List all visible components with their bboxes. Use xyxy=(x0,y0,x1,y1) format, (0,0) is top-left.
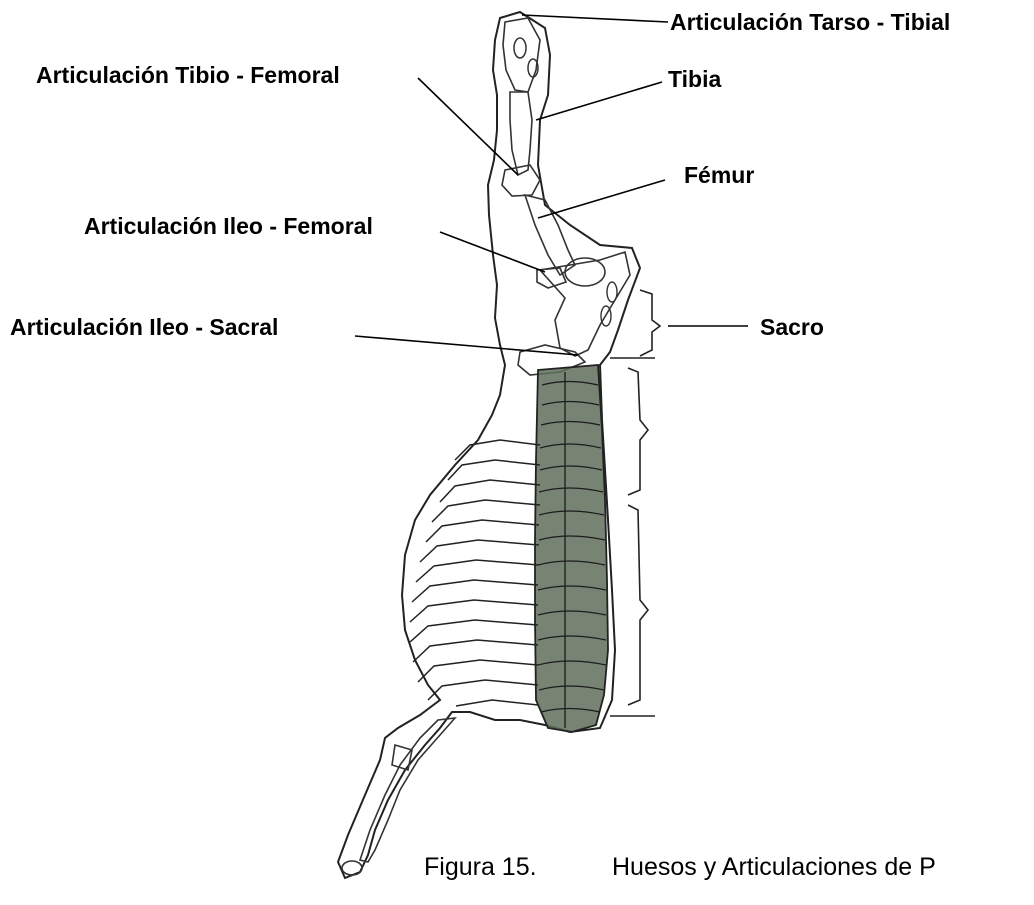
label-sacro: Sacro xyxy=(760,316,824,339)
sacrum-detail-1 xyxy=(607,282,617,302)
knee-joint xyxy=(502,165,540,196)
vertebral-column xyxy=(535,365,608,732)
tibia-bone xyxy=(510,92,532,175)
foreleg-bone xyxy=(360,718,455,862)
region-brackets xyxy=(610,290,660,716)
label-tarso-tibial: Articulación Tarso - Tibial xyxy=(670,11,950,34)
femur-bone xyxy=(525,195,575,275)
caption-number: Figura 15. xyxy=(424,855,537,880)
ribs xyxy=(410,440,540,706)
tarsus-detail xyxy=(514,38,526,58)
foreleg-bone-2 xyxy=(392,745,412,770)
hoof xyxy=(342,861,362,875)
ilium-bone xyxy=(540,252,630,356)
label-ileo-femoral: Articulación Ileo - Femoral xyxy=(84,215,373,238)
label-tibio-femoral: Articulación Tibio - Femoral xyxy=(36,64,340,87)
tarsus-bone xyxy=(503,18,540,92)
label-tibia: Tibia xyxy=(668,68,721,91)
caption-text: Huesos y Articulaciones de P xyxy=(612,855,936,880)
label-femur: Fémur xyxy=(684,164,754,187)
label-ileo-sacral: Articulación Ileo - Sacral xyxy=(10,316,278,339)
